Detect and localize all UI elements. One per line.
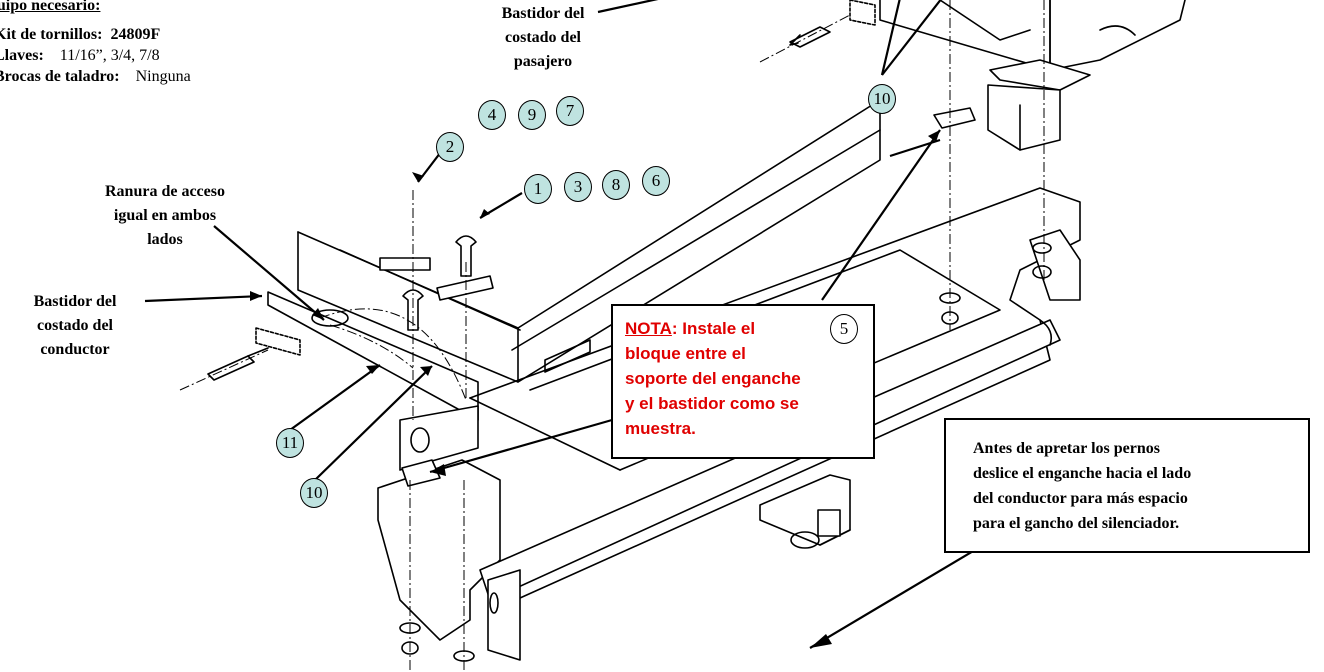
drill-label: Brocas de taladro:: [0, 68, 120, 85]
tip-line-3: del conductor para más espacio: [973, 490, 1188, 507]
driver-frame-line-2: costado del: [37, 317, 113, 334]
drill-line: Brocas de taladro: Ninguna: [0, 66, 191, 87]
callout-2: 2: [436, 132, 464, 162]
callout-6: 6: [642, 166, 670, 196]
callout-9: 9: [518, 100, 546, 130]
callout-3: 3: [564, 172, 592, 202]
tip-line-2: deslice el enganche hacia el lado: [973, 465, 1192, 482]
bolt-kit-line: Kit de tornillos: 24809F: [0, 24, 160, 45]
drill-value: Ninguna: [135, 68, 191, 85]
driver-frame-line-3: conductor: [40, 341, 110, 358]
passenger-frame-line-2: costado del: [505, 29, 581, 46]
callout-1: 1: [524, 174, 552, 204]
access-slot-line-2: igual en ambos: [113, 207, 217, 224]
note-box: NOTA: Instale el bloque entre el soporte…: [611, 304, 875, 459]
note-heading: NOTA: [625, 319, 672, 338]
driver-frame-label: Bastidor del costado del conductor: [0, 290, 150, 362]
passenger-frame-line-1: Bastidor del: [501, 5, 585, 22]
note-line-1: NOTA: Instale el: [625, 316, 865, 341]
callout-5: 5: [830, 314, 858, 344]
tip-line-4: para el gancho del silenciador.: [973, 515, 1180, 532]
callout-11: 11: [276, 428, 304, 458]
note-text-first: : Instale el: [671, 319, 756, 338]
callout-10-bottom: 10: [300, 478, 328, 508]
callout-8: 8: [602, 170, 630, 200]
passenger-frame-label: Bastidor del costado del pasajero: [478, 2, 608, 74]
wrenches-line: Llaves: 11/16”, 3/4, 7/8: [0, 45, 160, 66]
access-slot-label: Ranura de acceso igual en ambos lados: [60, 180, 270, 252]
access-slot-line-3: lados: [147, 231, 183, 248]
tip-line-1: Antes de apretar los pernos: [973, 440, 1160, 457]
wrenches-value: 11/16”, 3/4, 7/8: [59, 47, 160, 64]
access-slot-line-1: Ranura de acceso: [105, 183, 225, 200]
equipment-title: quipo necesario:: [0, 0, 101, 14]
driver-frame-line-1: Bastidor del: [33, 293, 117, 310]
note-line-4: y el bastidor como se: [625, 394, 799, 413]
note-line-3: soporte del enganche: [625, 369, 801, 388]
tip-box: Antes de apretar los pernos deslice el e…: [944, 418, 1310, 553]
callout-4: 4: [478, 100, 506, 130]
wrenches-label: Llaves:: [0, 47, 44, 64]
bolt-kit-label: Kit de tornillos:: [0, 26, 103, 43]
callout-7: 7: [556, 96, 584, 126]
bolt-kit-value: 24809F: [110, 26, 161, 43]
note-line-5: muestra.: [625, 419, 696, 438]
passenger-frame-line-3: pasajero: [513, 53, 573, 70]
callout-10-top: 10: [868, 84, 896, 114]
note-line-2: bloque entre el: [625, 344, 746, 363]
